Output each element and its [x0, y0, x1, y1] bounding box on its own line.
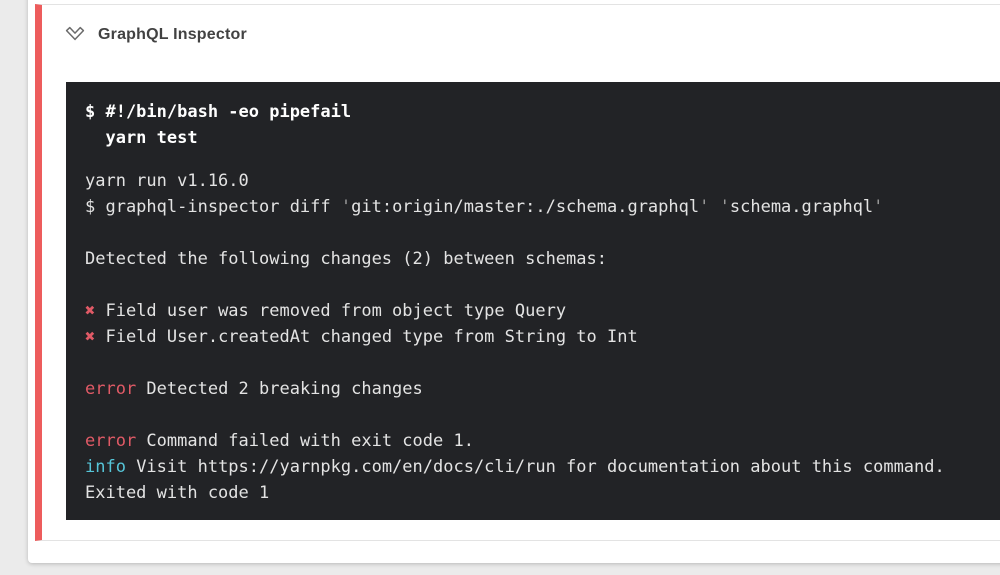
panel-bottom-spacer	[28, 541, 1000, 563]
step-header[interactable]: GraphQL Inspector	[42, 5, 1000, 82]
terminal-line: $ graphql-inspector diff 'git:origin/mas…	[85, 197, 884, 217]
terminal-output: $ #!/bin/bash -eo pipefail yarn test yarn…	[66, 82, 1000, 520]
terminal-line: Exited with code 1	[85, 483, 270, 503]
terminal-line: error Command failed with exit code 1.	[85, 431, 474, 451]
terminal-line: Detected the following changes (2) betwe…	[85, 249, 607, 269]
terminal-line: yarn run v1.16.0	[85, 171, 249, 191]
build-output-panel: GraphQL Inspector $ #!/bin/bash -eo pipe…	[28, 0, 1000, 563]
terminal-line	[85, 220, 1000, 246]
chevron-down-icon[interactable]	[63, 23, 87, 47]
terminal-line	[85, 272, 1000, 298]
terminal-line: error Detected 2 breaking changes	[85, 379, 423, 399]
terminal-line: ✖ Field user was removed from object typ…	[85, 301, 567, 321]
terminal-line: yarn test	[85, 128, 198, 148]
terminal-line: $ #!/bin/bash -eo pipefail	[85, 102, 352, 122]
step-title: GraphQL Inspector	[98, 26, 247, 43]
terminal-line	[85, 350, 1000, 376]
terminal-line	[85, 402, 1000, 428]
terminal-line	[85, 151, 1000, 168]
terminal-line: ✖ Field User.createdAt changed type from…	[85, 327, 638, 347]
terminal-line: info Visit https://yarnpkg.com/en/docs/c…	[85, 457, 945, 477]
failed-step-section: GraphQL Inspector $ #!/bin/bash -eo pipe…	[35, 4, 1000, 541]
